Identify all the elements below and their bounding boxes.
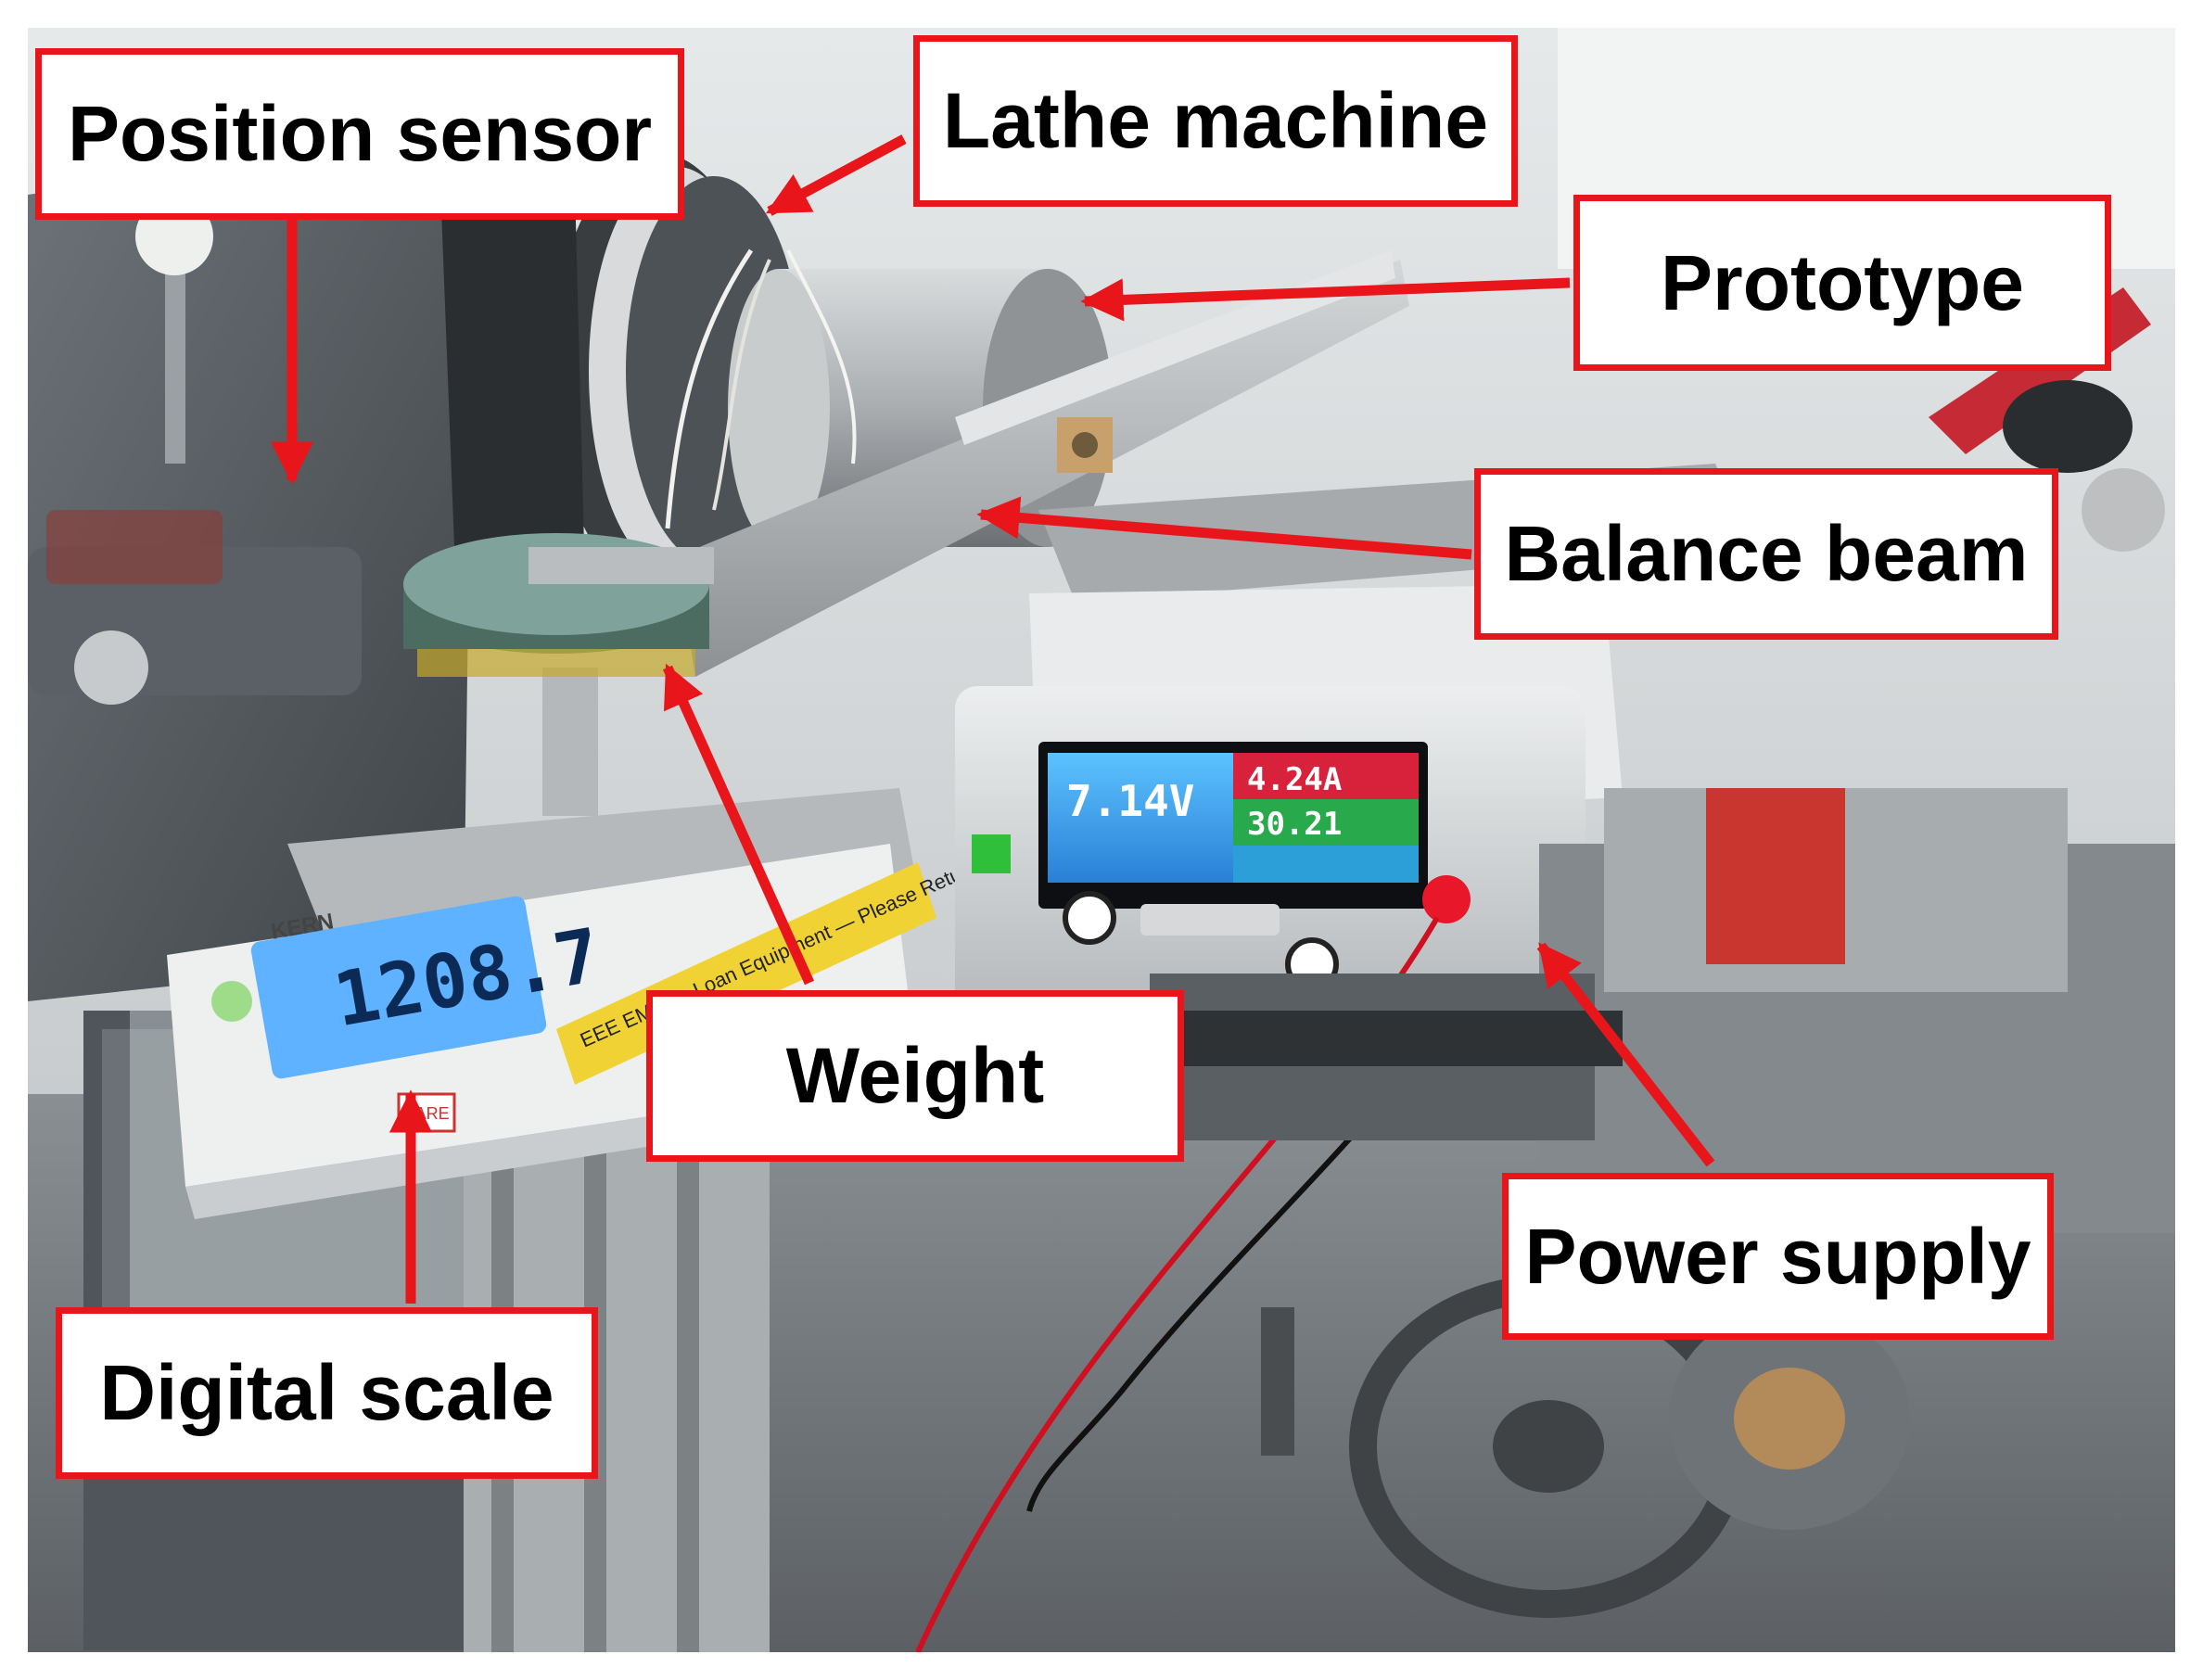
position-sensor-label: Position sensor	[35, 48, 684, 220]
scale-tare-label: TARE	[406, 1104, 450, 1123]
balance-beam-label: Balance beam	[1474, 468, 2058, 640]
digital-scale-label: Digital scale	[56, 1307, 598, 1479]
psu-voltage-reading: 7.14V	[1066, 776, 1194, 826]
lathe-machine-label: Lathe machine	[913, 35, 1518, 207]
psu-current-reading: 4.24A	[1247, 761, 1342, 798]
prototype-label: Prototype	[1573, 195, 2111, 371]
psu-power-reading: 30.21	[1247, 806, 1342, 843]
power-supply-label: Power supply	[1502, 1173, 2054, 1340]
weight-label: Weight	[646, 990, 1184, 1162]
